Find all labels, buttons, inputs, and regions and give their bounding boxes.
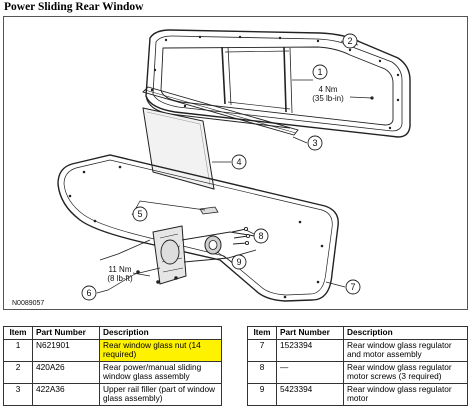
parts-table-left: Item Part Number Description 1 N621901 R… <box>3 326 222 406</box>
torque-lbf-upper: (35 lb-in) <box>312 94 344 103</box>
callouts <box>81 33 361 301</box>
row-item: 8 <box>247 360 277 384</box>
table-header-row: Item Part Number Description <box>3 326 222 340</box>
callout-5-label: 5 <box>137 209 142 219</box>
row-item: 9 <box>247 382 277 406</box>
row-item: 1 <box>3 338 33 362</box>
figure-id: N0089057 <box>12 300 44 307</box>
callout-8 <box>253 228 269 244</box>
torque-nm-upper: 4 Nm <box>318 85 337 94</box>
parts-table-right: Item Part Number Description 7 1523394 R… <box>247 326 468 406</box>
callout-1 <box>312 64 328 80</box>
row-item: 2 <box>3 360 33 384</box>
table-row: 7 1523394 Rear window glass regulator an… <box>247 338 468 362</box>
table-row: 8 — Rear window glass regulator motor sc… <box>247 360 468 384</box>
callout-3 <box>307 135 323 151</box>
callout-6 <box>81 285 97 301</box>
table-row: 1 N621901 Rear window glass nut (14 requ… <box>3 338 222 362</box>
torque-lbf-lower: (8 lb-ft) <box>107 274 133 283</box>
table-row: 3 422A36 Upper rail filler (part of wind… <box>3 382 222 406</box>
motor-screws <box>231 226 251 246</box>
row-description-highlighted: Rear window glass nut (14 required) <box>99 338 222 362</box>
callout-1-label: 1 <box>317 67 322 77</box>
header-item: Item <box>3 326 33 340</box>
header-part-number: Part Number <box>276 326 344 340</box>
callout-5 <box>132 206 148 222</box>
callout-2-label: 2 <box>347 36 352 46</box>
row-description: Rear window glass regulator and motor as… <box>343 338 468 362</box>
table-row: 9 5423394 Rear window glass regulator mo… <box>247 382 468 406</box>
table-row: 2 420A26 Rear power/manual sliding windo… <box>3 360 222 384</box>
table-header-row: Item Part Number Description <box>247 326 468 340</box>
row-part-number: 422A36 <box>32 382 100 406</box>
upper-rail-filler <box>142 86 299 136</box>
row-item: 7 <box>247 338 277 362</box>
header-description: Description <box>343 326 468 340</box>
row-part-number: — <box>276 360 344 384</box>
row-part-number: 1523394 <box>276 338 344 362</box>
sliding-glass-panel <box>142 107 215 190</box>
row-part-number: 5423394 <box>276 382 344 406</box>
callout-4-label: 4 <box>236 157 241 167</box>
regulator-mount-nuts <box>136 270 178 284</box>
header-item: Item <box>247 326 277 340</box>
regulator-motor <box>204 235 222 255</box>
row-part-number: 420A26 <box>32 360 100 384</box>
header-part-number: Part Number <box>32 326 100 340</box>
callout-7 <box>345 279 361 295</box>
row-item: 3 <box>3 382 33 406</box>
row-description: Upper rail filler (part of window glass … <box>99 382 222 406</box>
callout-4 <box>231 154 247 170</box>
torque-nm-lower: 11 Nm <box>109 265 132 274</box>
callout-6-label: 6 <box>86 288 91 298</box>
callout-9 <box>231 254 247 270</box>
row-part-number: N621901 <box>32 338 100 362</box>
callout-8-label: 8 <box>258 231 263 241</box>
page-title: Power Sliding Rear Window <box>4 1 144 13</box>
row-description: Rear window glass regulator motor screws… <box>343 360 468 384</box>
callout-2 <box>342 33 358 49</box>
callout-9-label: 9 <box>236 257 241 267</box>
diagram-frame <box>3 16 468 310</box>
row-description: Rear window glass regulator motor <box>343 382 468 406</box>
callout-3-label: 3 <box>312 138 317 148</box>
row-description: Rear power/manual sliding window glass a… <box>99 360 222 384</box>
header-description: Description <box>99 326 222 340</box>
regulator-motor-assembly <box>99 225 257 285</box>
lower-track-seal <box>57 154 339 302</box>
callout-7-label: 7 <box>350 282 355 292</box>
